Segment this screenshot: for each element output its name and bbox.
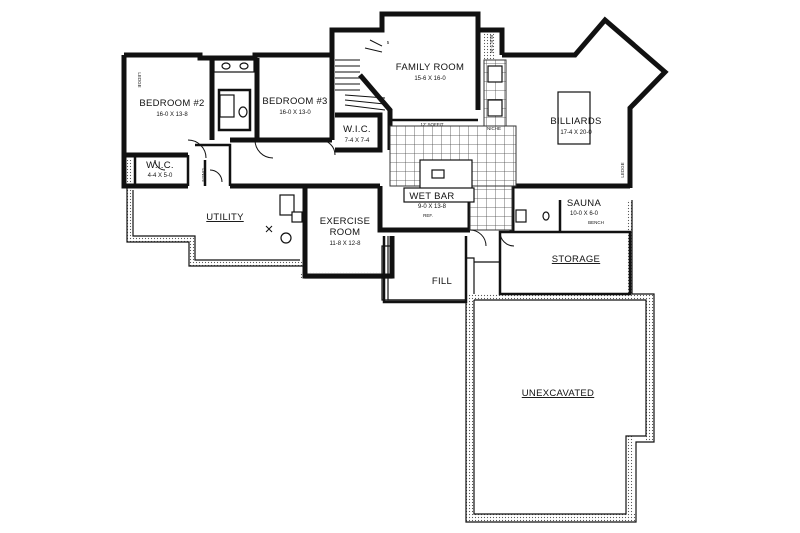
staircase [335, 39, 386, 111]
sauna-dims: 10-0 X 6-0 [570, 211, 599, 217]
sauna-name: SAUNA [567, 198, 602, 209]
ledge-left-note: LEDGE [137, 72, 142, 87]
utility-fixtures [265, 194, 303, 244]
storage-name: STORAGE [552, 254, 600, 265]
built-in-note: BUILT-IN [489, 35, 494, 53]
unexcavated-name: UNEXCAVATED [522, 388, 594, 399]
soffit-note: 12' SOFFIT [420, 122, 443, 127]
door-swings [154, 139, 515, 247]
stair-up-note: 5 [387, 40, 390, 45]
exercise-name-2: ROOM [330, 227, 361, 238]
family-room-dims: 15-6 X 16-0 [414, 76, 446, 82]
bedroom2-dims: 16-0 X 13-8 [156, 112, 188, 118]
utility-name: UTILITY [206, 212, 244, 223]
wet-bar-name: WET BAR [409, 191, 454, 202]
room-labels: FAMILY ROOM 15-6 X 16-0 BEDROOM #2 16-0 … [139, 62, 601, 399]
refrigerator-note: REF. [423, 213, 433, 218]
bedroom3-name: BEDROOM #3 [262, 96, 327, 107]
exercise-dims: 11-8 X 12-8 [330, 241, 362, 247]
wic-small-dims: 4-4 X 5-0 [148, 173, 173, 179]
wic-large-name: W.I.C. [343, 124, 371, 135]
fill-name: FILL [432, 276, 452, 287]
ledge-right-note: LEDGE [620, 162, 625, 177]
bench-note: BENCH [588, 220, 604, 225]
linen-note: LINEN [201, 168, 206, 181]
wet-bar-island [403, 159, 475, 203]
tile-floor [389, 59, 517, 231]
niche-note: NICHE [487, 126, 501, 131]
bedroom3-dims: 16-0 X 13-0 [279, 110, 311, 116]
bedroom2-name: BEDROOM #2 [139, 98, 204, 109]
exterior-walls [121, 11, 669, 304]
family-room-name: FAMILY ROOM [396, 62, 464, 73]
fireplace [487, 65, 503, 117]
bath-fixtures [213, 59, 550, 223]
wic-large-dims: 7-4 X 7-4 [345, 138, 370, 144]
wic-small-name: W.I.C. [146, 160, 174, 171]
billiards-dims: 17-4 X 20-0 [560, 130, 592, 136]
plan-notes: LEDGE LEDGE LINEN 12' SOFFIT NICHE BUILT… [137, 35, 625, 225]
wet-bar-dims: 9-0 X 13-8 [418, 204, 447, 210]
billiards-name: BILLIARDS [550, 116, 601, 127]
exercise-name-1: EXERCISE [320, 216, 370, 227]
billiards-table [557, 91, 591, 145]
